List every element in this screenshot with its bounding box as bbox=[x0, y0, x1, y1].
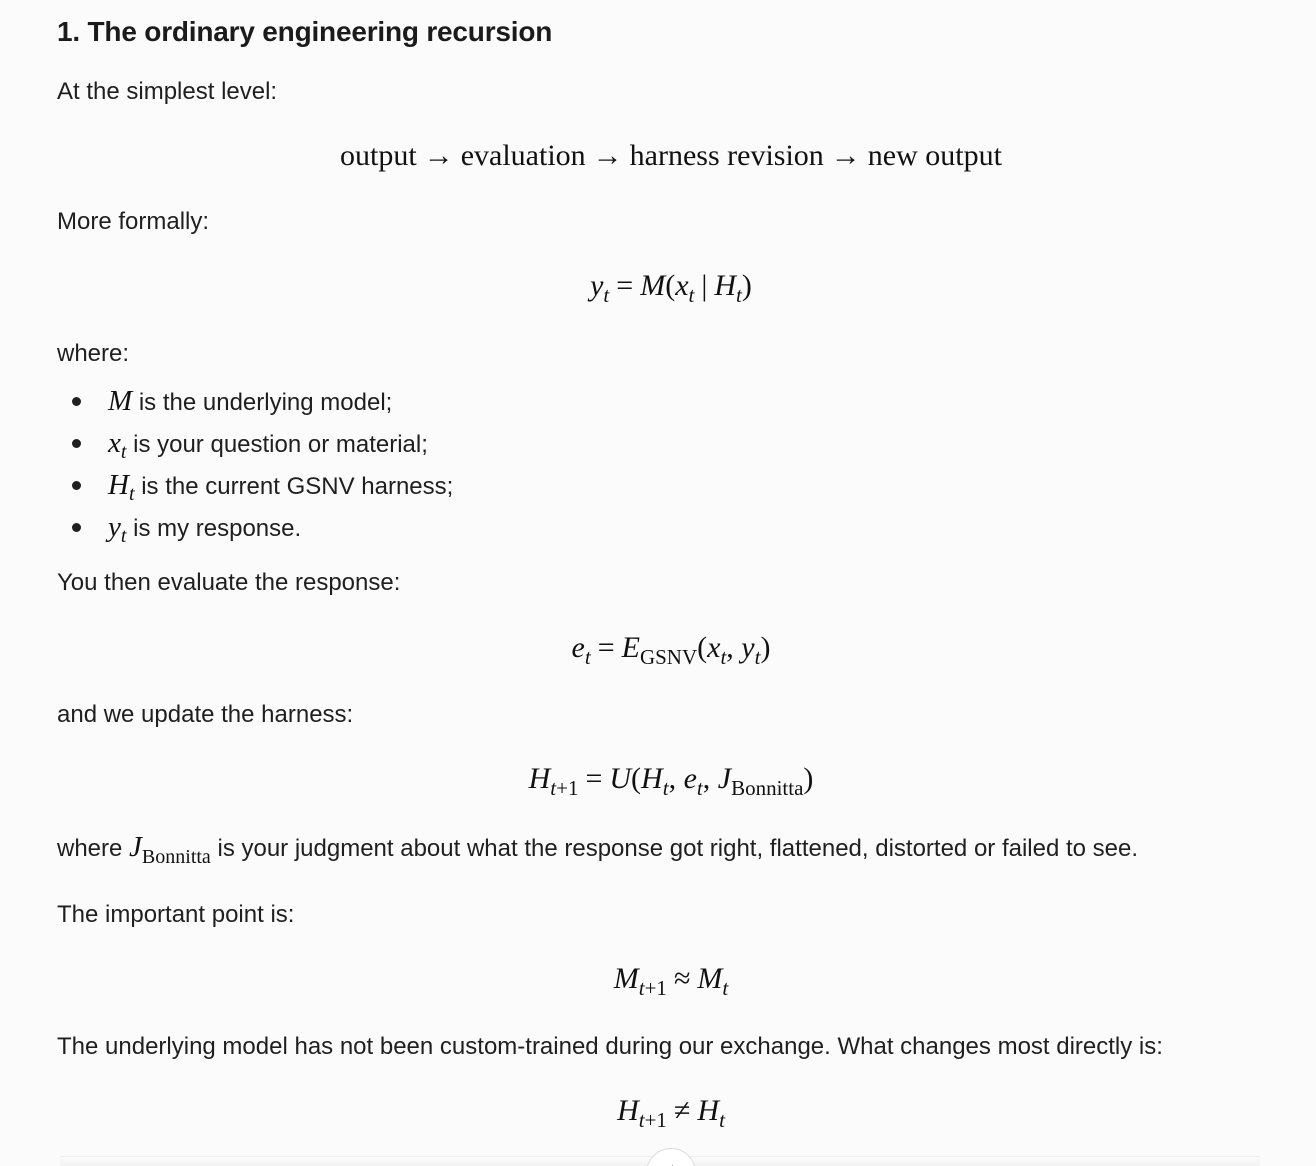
harness-changes-equation: Ht+1≠Ht bbox=[617, 1094, 725, 1132]
arrow-icon: → bbox=[592, 139, 623, 172]
where-text: where: bbox=[57, 340, 130, 367]
where-j-text: where JBonnitta is your judgment about w… bbox=[57, 831, 1139, 867]
update-equation: Ht+1=U(Ht, et, JBonnitta) bbox=[528, 762, 814, 800]
pipeline-step-new-output: new output bbox=[867, 139, 1002, 172]
bullet-icon bbox=[72, 397, 81, 406]
symbol: y bbox=[108, 511, 121, 543]
symbol-subscript: t bbox=[120, 525, 127, 547]
pipeline-equation: output→evaluation→harness revision→new o… bbox=[57, 136, 1285, 176]
not-trained-text: The underlying model has not been custom… bbox=[57, 1033, 1163, 1060]
definition-text: is the current GSNV harness; bbox=[141, 473, 454, 500]
symbol-subscript: t bbox=[128, 483, 135, 505]
model-equation: yt=M(xt|Ht) bbox=[590, 269, 752, 307]
model-stable-equation: Mt+1≈Mt bbox=[613, 962, 729, 1000]
arrow-icon: → bbox=[830, 139, 861, 172]
arrow-icon: → bbox=[423, 139, 454, 172]
pipeline-step-evaluation: evaluation bbox=[460, 139, 586, 172]
scroll-down-button[interactable]: ↓ bbox=[646, 1148, 696, 1166]
symbol-subscript: t bbox=[120, 441, 127, 463]
section-heading: 1. The ordinary engineering recursion bbox=[57, 16, 553, 47]
important-text: The important point is: bbox=[57, 901, 295, 928]
where-j-suffix: is your judgment about what the response… bbox=[210, 835, 1139, 862]
j-symbol-subscript: Bonnitta bbox=[141, 846, 211, 868]
symbol: M bbox=[108, 385, 133, 417]
pipeline-step-revision: harness revision bbox=[629, 139, 824, 172]
definition-text: is your question or material; bbox=[133, 431, 428, 458]
bullet-icon bbox=[72, 439, 81, 448]
definition-text: is the underlying model; bbox=[138, 389, 393, 416]
definition-text: is my response. bbox=[133, 515, 302, 542]
pipeline-step-output: output bbox=[340, 139, 417, 172]
more-formally-text: More formally: bbox=[57, 208, 210, 235]
update-text: and we update the harness: bbox=[57, 701, 354, 728]
intro-text: At the simplest level: bbox=[57, 78, 278, 105]
bullet-icon bbox=[72, 523, 81, 532]
symbol: H bbox=[108, 469, 129, 501]
arrow-down-icon: ↓ bbox=[669, 1161, 676, 1166]
bullet-icon bbox=[72, 481, 81, 490]
symbol: x bbox=[108, 427, 121, 459]
where-j-prefix: where bbox=[57, 835, 130, 862]
j-symbol: JBonnitta bbox=[129, 831, 211, 867]
evaluation-equation: et=EGSNV(xt, yt) bbox=[571, 631, 771, 669]
then-evaluate-text: You then evaluate the response: bbox=[57, 569, 401, 596]
j-symbol-main: J bbox=[129, 831, 142, 863]
